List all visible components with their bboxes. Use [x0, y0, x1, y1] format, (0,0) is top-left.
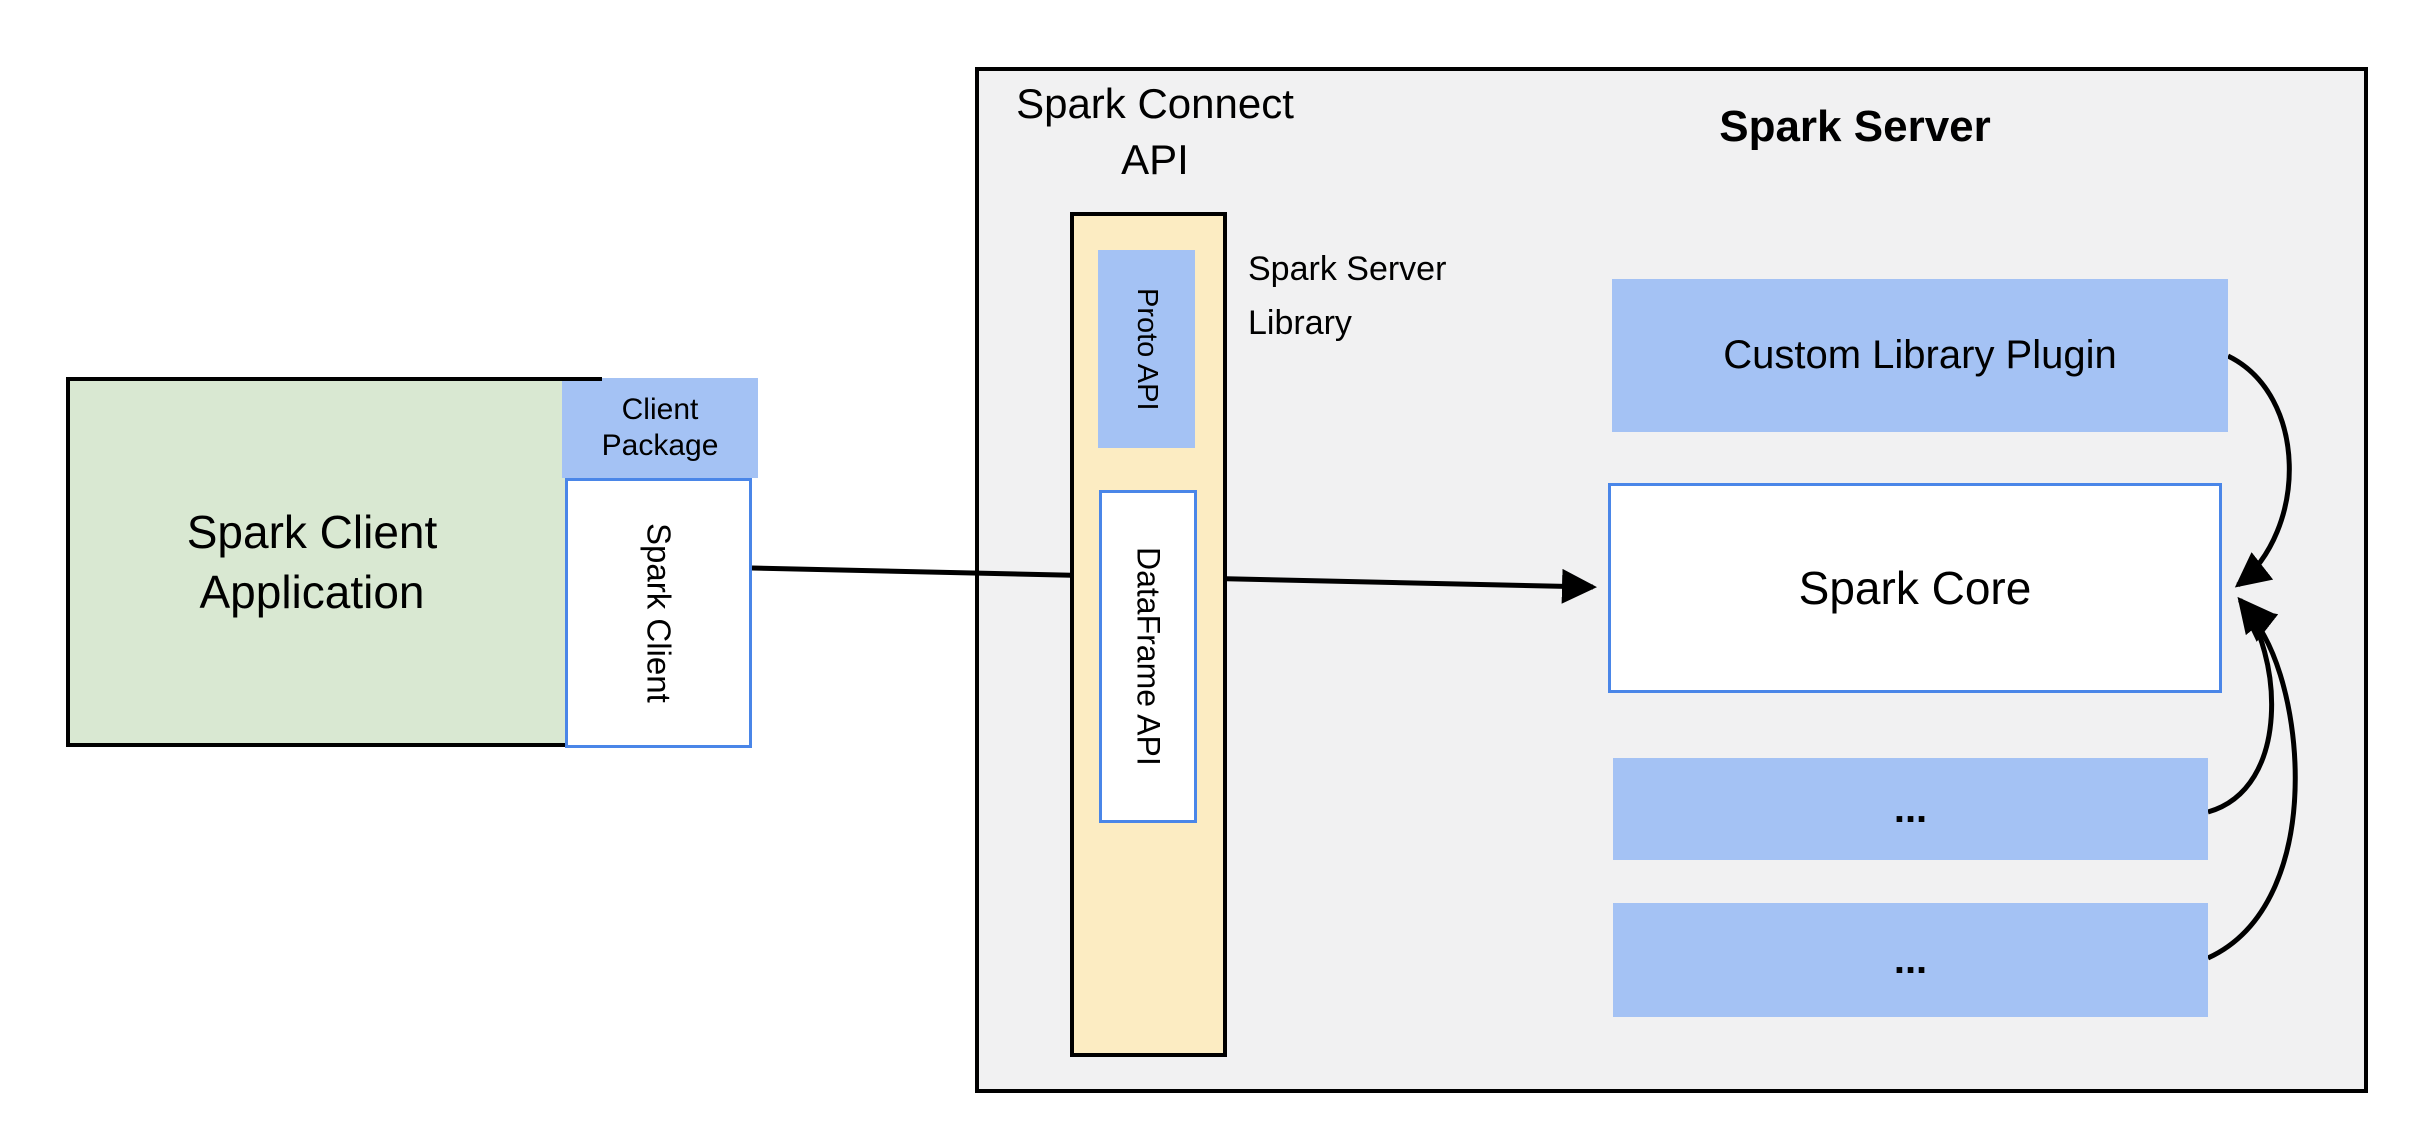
- spark-connect-api-title: Spark Connect API: [1016, 80, 1294, 183]
- spark-client-box: Spark Client: [565, 478, 752, 748]
- plugin-slot-1-box: ...: [1613, 758, 2208, 860]
- spark-client-application-label: Spark Client Application: [186, 506, 438, 618]
- spark-core-box: Spark Core: [1608, 483, 2222, 693]
- spark-server-library-label: Spark Server Library: [1248, 250, 1447, 342]
- plugin-slot-2-label: ...: [1893, 937, 1928, 982]
- spark-client-label: Spark Client: [640, 523, 678, 703]
- custom-library-plugin-box: Custom Library Plugin: [1612, 279, 2228, 432]
- dataframe-api-label: DataFrame API: [1130, 547, 1167, 766]
- client-package-label: Client Package: [601, 393, 719, 462]
- proto-api-label: Proto API: [1131, 287, 1163, 411]
- slot2-to-core-arrow: [2206, 606, 2298, 961]
- dataframe-api-box: DataFrame API: [1099, 490, 1197, 823]
- plugin-slot-2-box: ...: [1613, 903, 2208, 1017]
- spark-core-label: Spark Core: [1798, 562, 2032, 614]
- proto-api-box: Proto API: [1098, 250, 1195, 448]
- plugin-slot-1-label: ...: [1893, 786, 1928, 831]
- spark-server-title: Spark Server: [1719, 102, 1991, 151]
- spark-client-application-box: Spark Client Application: [66, 377, 598, 747]
- plugin-to-core-arrow: [2226, 353, 2292, 588]
- client-package-box: Client Package: [562, 378, 758, 478]
- client-app-border-overlap: [562, 377, 602, 381]
- custom-library-plugin-label: Custom Library Plugin: [1723, 333, 2117, 377]
